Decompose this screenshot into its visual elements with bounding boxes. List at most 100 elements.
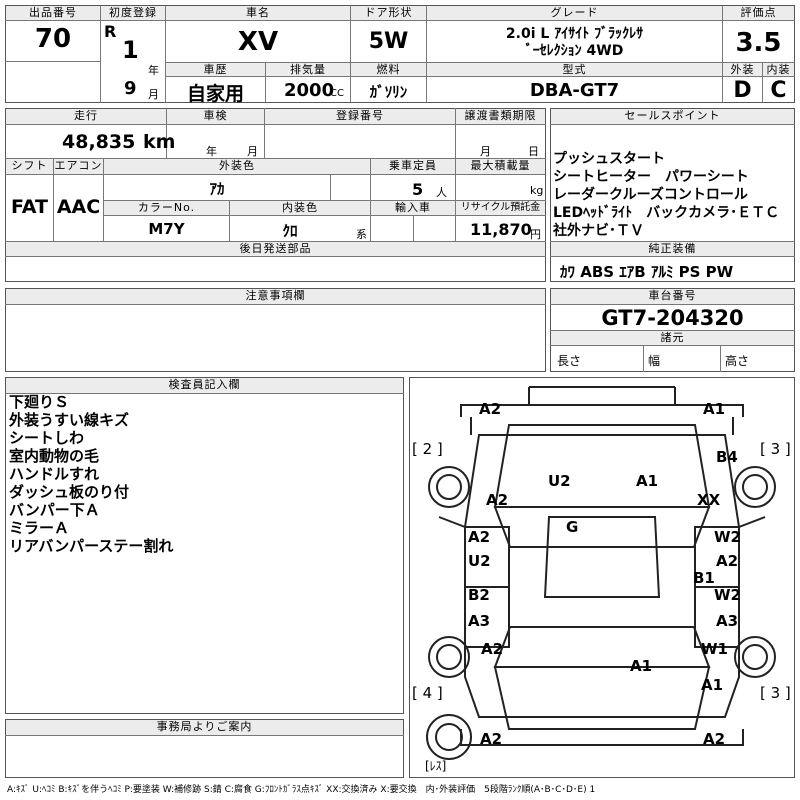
legend: A:ｷｽﾞ U:ﾍｺﾐ B:ｷｽﾞを伴うﾍｺﾐ P:要塗装 W:補修跡 S:錆 … [7,785,596,795]
history: 自家用 [186,83,244,105]
damage-diagram-box [409,377,795,778]
int-color: ｸﾛ [282,222,298,240]
km-unit: km [143,131,176,153]
fuel: ｶﾞｿﾘﾝ [369,83,408,101]
sales-points-box [550,108,795,282]
reg-month: 9 [124,78,137,99]
mileage-label: 走行 [6,109,166,124]
transfer-day-unit: 日 [528,145,539,158]
grade-label: グレード [427,6,722,20]
dmg-headlight-right: B4 [716,448,738,466]
notes-label: 注意事項欄 [6,289,545,304]
ext-color-label: 外装色 [104,159,370,174]
mileage: 48,835 [62,131,136,153]
length-label: 長さ [557,354,582,368]
later-parts-label: 後日発送部品 [6,242,545,256]
dmg-front-door-left-1: A2 [468,528,491,546]
model-label: 型式 [427,63,722,76]
history-label: 車歴 [166,63,265,76]
interior-grade: C [770,78,787,103]
reg-no-label: 登録番号 [265,109,455,124]
door-label: ドア形状 [351,6,426,20]
dmg-front-door-left-2: U2 [468,552,491,570]
shift-label: シフト [6,159,53,174]
year-unit: 年 [148,64,159,77]
car-outline-diagram [426,386,776,760]
inspection-label: 車検 [167,109,264,124]
capacity: 5 [412,180,424,199]
car-name: XV [237,27,279,57]
dmg-front-right: A1 [703,400,726,418]
tire-label-4: [ 4 ] [412,684,443,702]
displacement-label: 排気量 [266,63,350,76]
ac-label: エアコン [54,159,103,174]
capacity-label: 乗車定員 [371,159,455,174]
first-reg-label: 初度登録 [101,6,165,20]
notes-box [5,288,546,372]
recycle-label: リサイクル預託金 [456,201,545,215]
max-load-label: 最大積載量 [456,159,545,174]
dmg-rear-bumper-right: A2 [703,730,726,748]
dmg-front-fender-right: XX [697,491,721,509]
color-no: M7Y [148,220,185,238]
dmg-rear-door-right-1: W2 [714,586,741,604]
dmg-hood-right: A1 [636,472,659,490]
chassis-label: 車台番号 [551,289,794,304]
inspector-box [5,377,404,714]
width-label: 幅 [648,354,661,368]
dmg-hood-left: U2 [548,472,571,490]
transfer-month-unit: 月 [480,145,491,158]
reg-year: 1 [122,36,139,64]
dmg-rear-fender-right: W1 [701,640,728,658]
tire-label-3-front: [ 3 ] [760,440,791,458]
cc-unit: CC [330,88,344,99]
max-load-unit: kg [530,184,544,197]
dmg-front-door-right-2: A2 [716,552,739,570]
inspector-notes: 下廻りＳ 外装うすい線キズ シートしわ 室内動物の毛 ハンドルすれ ダッシュ板の… [9,393,174,555]
dmg-rear-door-left-1: B2 [468,586,490,604]
dmg-front-left: A2 [479,400,502,418]
height-label: 高さ [725,354,750,368]
shift: FAT [11,196,48,218]
model: DBA-GT7 [529,80,620,101]
dmg-pillar-right: B1 [693,569,715,587]
dmg-rear-door-right-2: A3 [716,612,739,630]
spare-tire-label: [ﾚｽ] [425,759,447,773]
door-type: 5W [368,29,409,54]
tire-label-2: [ 2 ] [412,440,443,458]
tire-label-3-rear: [ 3 ] [760,684,791,702]
chassis-number: GT7-204320 [601,306,744,330]
top-header [5,5,795,103]
int-color-label: 内装色 [230,201,370,215]
insp-year-unit: 年 [206,145,217,158]
exterior-grade: D [733,78,752,103]
transfer-label: 譲渡書類期限 [456,109,545,124]
dmg-rear-door-left-2: A3 [468,612,491,630]
office-label: 事務局よりご案内 [6,720,403,735]
dmg-windshield: G [566,518,579,536]
grade-line-1: 2.0i L ｱｲｻｲﾄ ﾌﾞﾗｯｸﾚｻ [505,26,644,42]
fuel-label: 燃料 [351,63,426,76]
sales-points-text: プッシュスタート シートヒーター パワーシート レーダークルーズコントロール L… [553,151,780,239]
dmg-rear-bumper-left: A2 [480,730,503,748]
dmg-front-fender-left: A2 [486,491,509,509]
dmg-rear-quarter-right: A1 [701,676,724,694]
specs-label: 諸元 [551,331,794,345]
inspector-label: 検査員記入欄 [6,378,403,393]
lot-no: 70 [34,24,72,54]
ext-color: ｱｶ [209,180,225,198]
exterior-label: 外装 [723,63,762,76]
grade-line-2: ﾞｰｾﾚｸｼｮﾝ 4WD [525,43,624,59]
displacement: 2000 [284,80,335,101]
insp-month-unit: 月 [247,145,258,158]
office-box [5,719,404,778]
capacity-unit: 人 [436,186,447,199]
month-unit: 月 [148,88,159,101]
equipment-items: ｶﾜ ABS ｴｱB ｱﾙﾐ PS PW [560,263,734,281]
recycle-amount: 11,870 [470,220,532,239]
car-name-label: 車名 [166,6,350,20]
lot-no-label: 出品番号 [6,6,100,20]
era: R [104,22,117,41]
int-color-suffix: 系 [356,228,367,241]
score-label: 評価点 [723,6,794,20]
